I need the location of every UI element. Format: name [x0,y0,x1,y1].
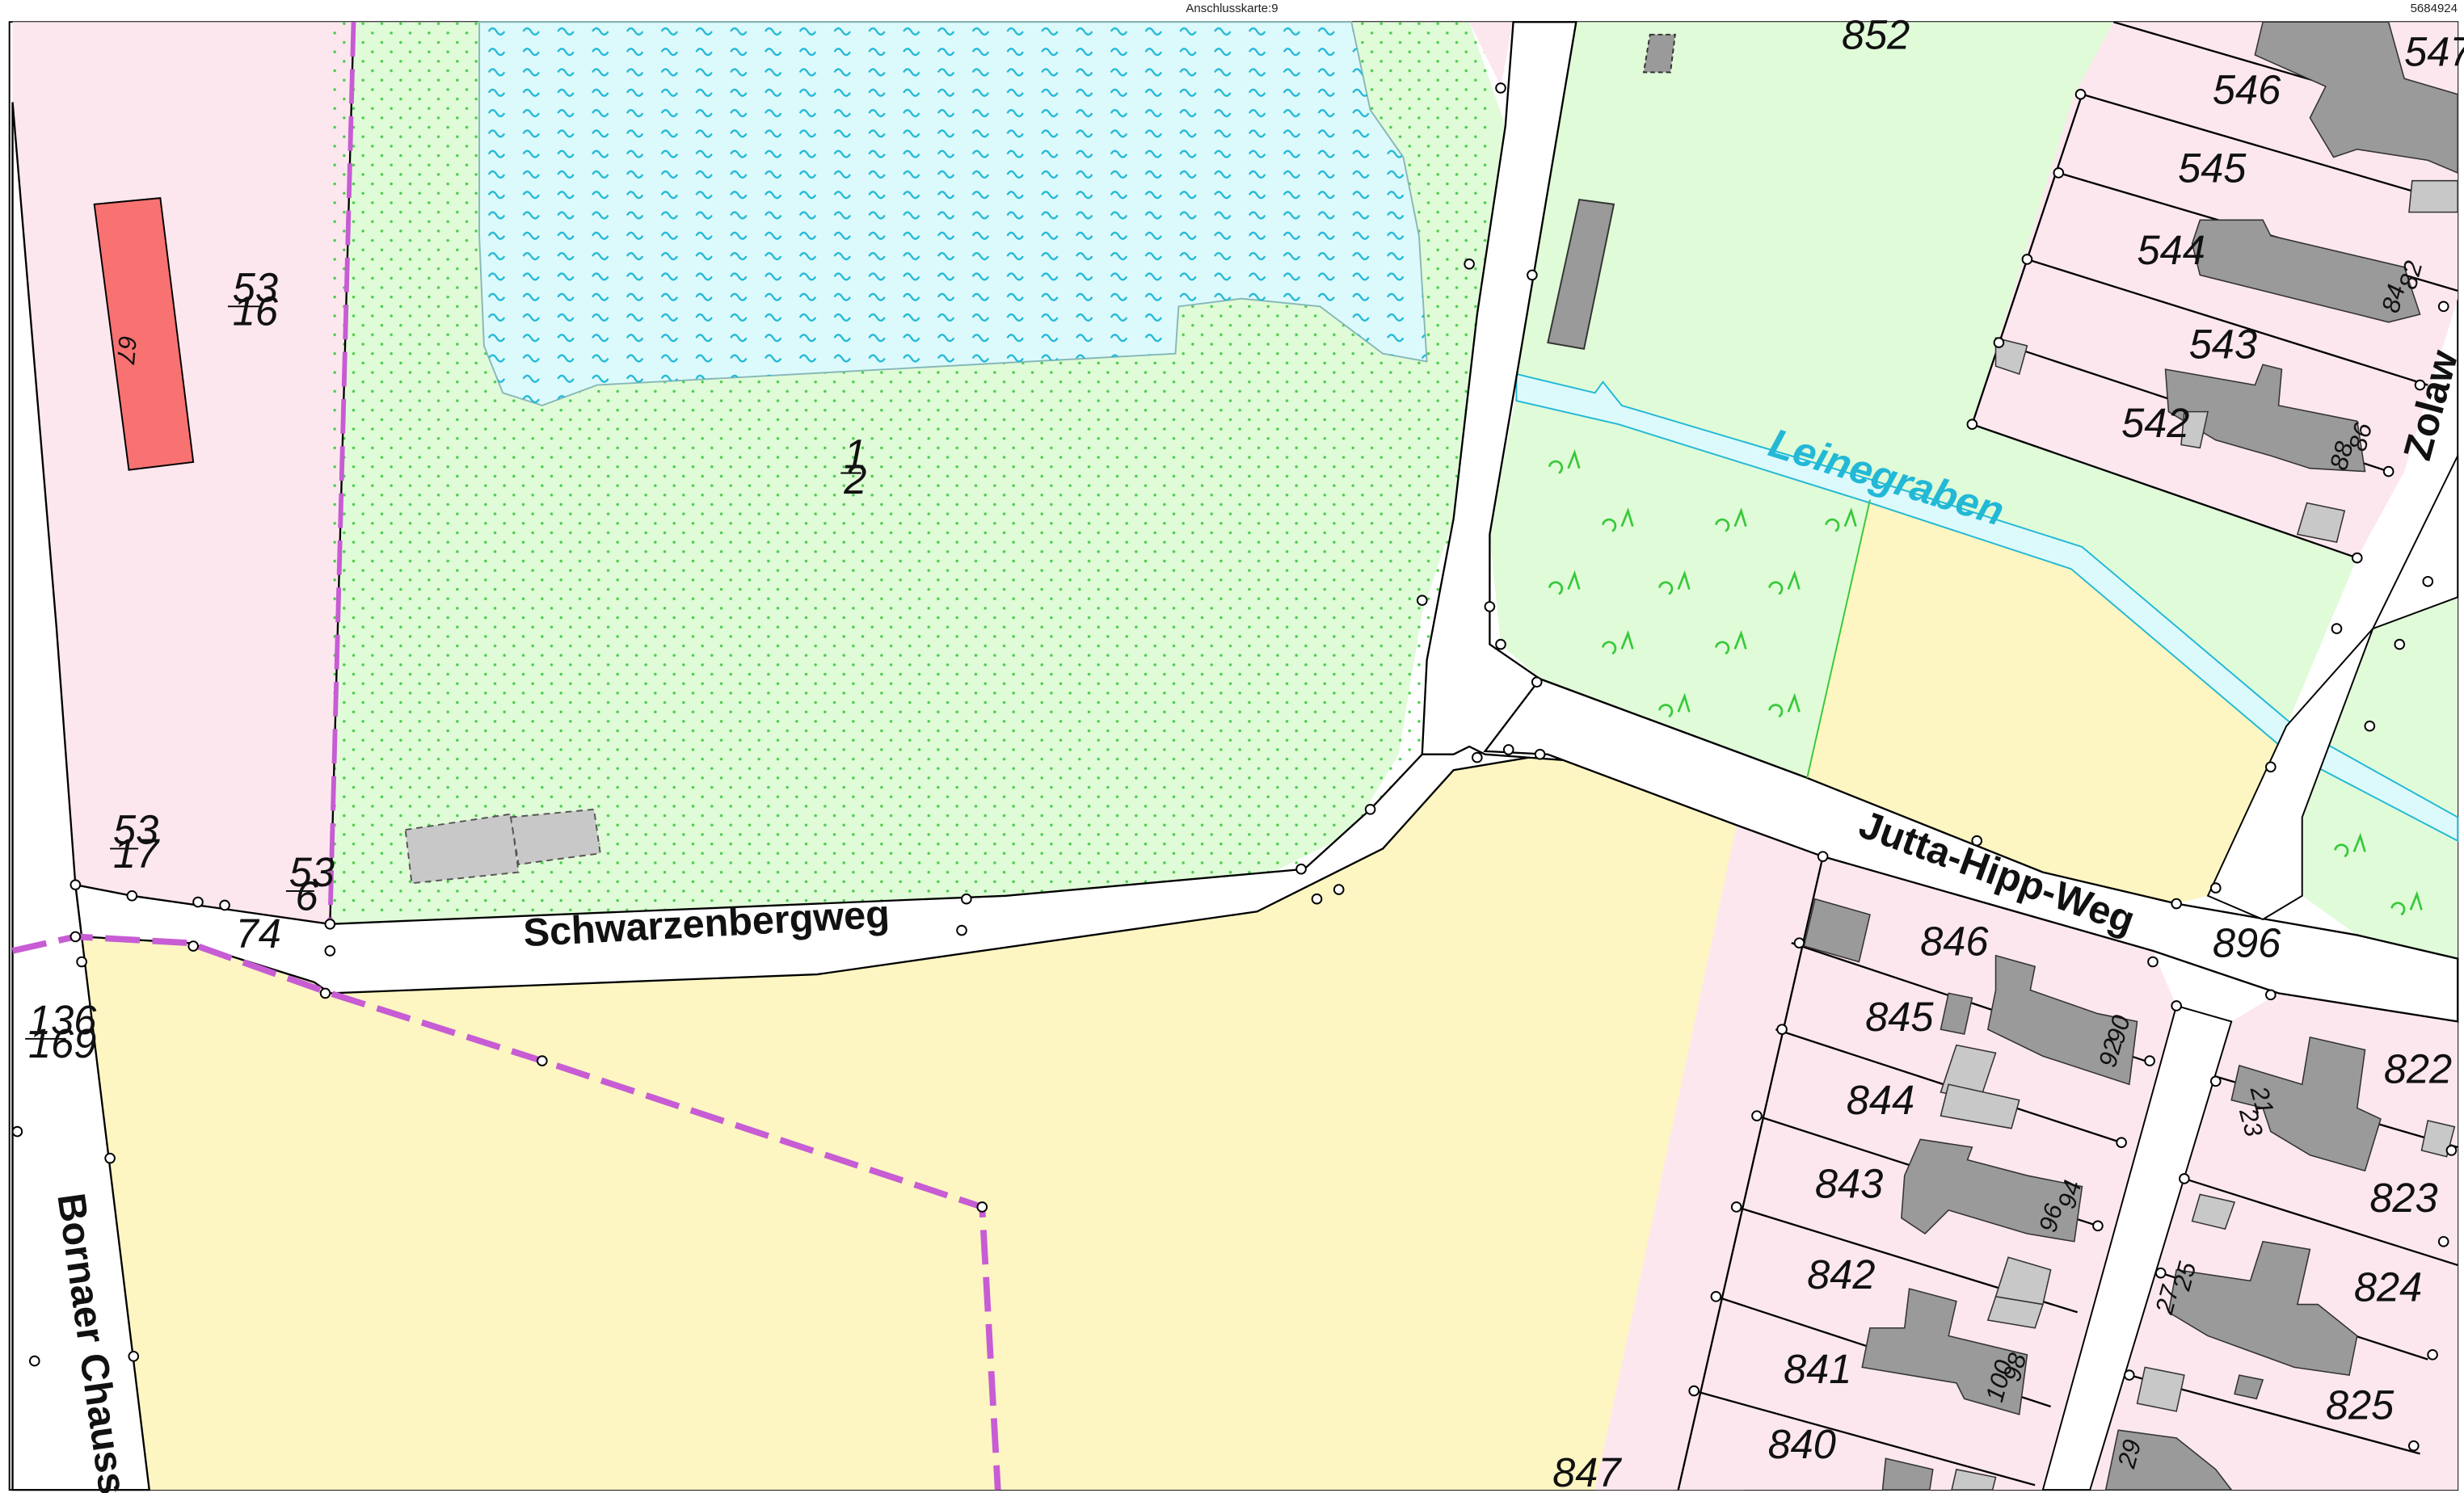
parcel-844: 844 [1847,1077,1914,1123]
parcel-1-2-top: 1 [844,431,866,477]
road-side-south [2041,1004,2233,1491]
road-jutta-hipp-weg [1483,677,2459,1023]
house-number-67: 67 [112,334,142,366]
residential-top-pink [1469,22,1514,86]
parcel-852: 852 [1842,11,1910,57]
parcel-543: 543 [2189,322,2257,368]
parcel-841: 841 [1784,1346,1851,1392]
parcel-842: 842 [1807,1251,1875,1297]
parcel-1-2-bottom: 2 [843,456,866,503]
sheet-label: Anschlusskarte:9 [1186,2,1278,15]
parcel-546: 546 [2213,66,2281,112]
parcel-74: 74 [236,911,281,957]
building-67 [93,197,195,471]
parcel-822: 822 [2384,1045,2452,1091]
parcel-823: 823 [2369,1175,2437,1221]
parcel-824: 824 [2354,1264,2422,1310]
parcel-825: 825 [2326,1382,2395,1428]
survey-points [11,82,2458,1452]
parcel-53-6-bottom: 6 [296,873,319,919]
shed-852 [1642,33,1676,74]
house-number-94: 94 [2053,1177,2087,1211]
parcel-136-169-bottom: 169 [28,1020,96,1066]
road-bornaer-chaussee [11,102,151,1491]
buildings-block-547-542 [1994,21,2458,544]
municipal-boundary-west [327,22,356,924]
buildings-block-822-825 [2104,1036,2456,1491]
coordinate-label: 5684924 [2410,2,2458,15]
parcel-547: 547 [2404,29,2464,75]
shed-left [404,813,520,885]
parcel-545: 545 [2178,145,2247,191]
parcel-53-17-bottom: 17 [113,831,160,877]
parcel-843: 843 [1815,1160,1883,1206]
parcel-846: 846 [1920,919,1989,965]
buildings-block-846-840 [1803,898,2138,1491]
building-852 [1547,198,1615,350]
parcel-53-17-top: 53 [113,807,158,853]
parcel-53-16-bottom: 16 [233,288,279,334]
house-number-82: 82 [2394,258,2428,292]
meadow-area-852 [1516,22,2357,726]
house-number-92: 92 [2093,1036,2128,1070]
road-schwarzenbergweg [74,745,1548,995]
parcel-840: 840 [1768,1421,1836,1467]
farmland-south [82,754,1737,1491]
residential-strip-south [1594,825,1823,1491]
pond-wave-pattern [479,22,1427,406]
leinegraben-stream [1515,372,2459,843]
farmland-east [1807,499,2287,904]
shed-right [509,808,601,865]
parcel-53-16-top: 53 [233,264,278,310]
parcel-136-169-top: 136 [28,997,97,1043]
road-side-east [2206,455,2459,921]
tree-symbols [1548,449,2423,916]
house-number-21: 21 [2245,1083,2280,1117]
road-north-south [1421,21,1808,780]
parcel-544: 544 [2138,227,2205,273]
parcel-847: 847 [1552,1449,1622,1493]
green-boundary-line [1806,499,1871,779]
residential-area-west [12,22,354,924]
parcel-896: 896 [2213,920,2281,966]
house-number-84: 84 [2376,281,2411,315]
parcel-845: 845 [1865,994,1934,1040]
parcel-53-6-top: 53 [289,849,335,895]
parcel-542: 542 [2121,400,2189,446]
